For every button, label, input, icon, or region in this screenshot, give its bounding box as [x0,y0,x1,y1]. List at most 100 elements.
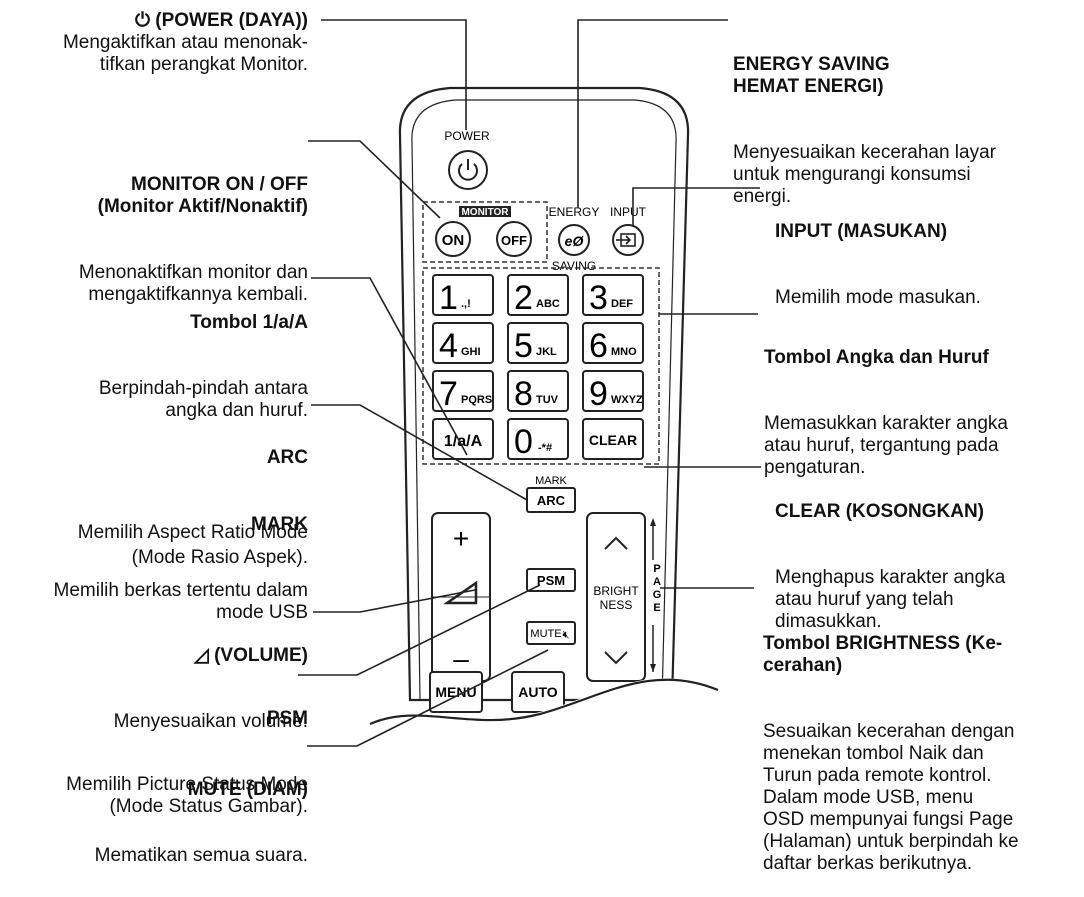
brightness-up-icon [604,536,628,550]
callout-monitor: MONITOR ON / OFF (Monitor Aktif/Nonaktif… [79,130,308,328]
key-8-letters: TUV [536,394,559,406]
key-2-letters: ABC [536,298,560,310]
key-8-button[interactable] [507,370,569,412]
callout-volume-title: ◿ (VOLUME) [194,645,308,666]
key-5-digit: 5 [514,327,533,365]
key-9-letters: WXYZ [611,394,643,406]
key-4-digit: 4 [439,327,458,365]
svg-text:P: P [653,563,660,575]
energy-leaf-icon: eØ [565,233,585,249]
key-0-button[interactable] [507,418,569,460]
brightness-down-icon [604,651,628,665]
key-3-digit: 3 [589,279,608,317]
key-9-digit: 9 [589,375,608,413]
key-6-digit: 6 [589,327,608,365]
auto-label: AUTO [518,684,558,700]
key-1-letters: .,! [461,298,471,310]
key-8-digit: 8 [514,375,533,413]
callout-monitor-title: MONITOR ON / OFF (Monitor Aktif/Nonaktif… [97,174,308,217]
clear-label: CLEAR [589,432,637,448]
callout-volume: ◿ (VOLUME) Menyesuaikan volume. [114,601,308,755]
bright-label-1: BRIGHT [593,584,639,598]
callout-mark-title: MARK [251,514,308,535]
key-0-digit: 0 [514,423,533,461]
key-0-symbols: -*# [538,442,552,454]
svg-text:G: G [653,589,662,601]
key-5-button[interactable] [507,322,569,364]
callout-brightness: Tombol BRIGHTNESS (Ke- cerahan) Sesuaika… [763,589,1019,897]
callout-mark-desc: Memilih berkas tertentu dalam mode USB [53,580,309,623]
svg-text:A: A [653,576,661,588]
key-9-button[interactable] [582,370,644,412]
arc-label: ARC [537,493,566,508]
callout-arc-title: ARC [266,447,308,468]
key-7-digit: 7 [439,375,458,413]
callout-mark: MARK Memilih berkas tertentu dalam mode … [54,470,309,646]
key-3-button[interactable] [582,274,644,316]
power-icon [458,159,478,181]
input-label: INPUT [610,205,647,219]
key-6-letters: MNO [611,346,637,358]
monitor-group-box [422,201,548,263]
callout-clear: CLEAR (KOSONGKAN) Menghapus karakter ang… [775,457,1005,655]
callout-input-title: INPUT (MASUKAN) [775,221,948,242]
power-label: POWER [444,129,490,143]
monitor-label: MONITOR [461,207,509,218]
callout-power-title: ⏻ (POWER (DAYA)) [134,10,308,31]
callout-angka-desc: Memasukkan karakter angka atau huruf, te… [764,413,1008,478]
bright-label-2: NESS [600,598,633,612]
key-2-button[interactable] [507,274,569,316]
clear-button[interactable] [582,418,644,460]
monitor-on-button[interactable] [435,221,471,257]
monitor-off-label: OFF [501,233,527,248]
callout-tombol-1aA: Tombol 1/a/A Berpindah-pindah antara ang… [99,268,308,444]
callout-clear-title: CLEAR (KOSONGKAN) [775,501,984,522]
auto-button[interactable] [511,671,565,713]
key-7-button[interactable] [432,370,494,412]
callout-input: INPUT (MASUKAN) Memilih mode masukan. [775,177,981,331]
callout-energy: ENERGY SAVING HEMAT ENERGI) Menyesuaikan… [733,10,996,230]
key-3-letters: DEF [611,298,633,310]
key-1aA-label: 1/a/A [444,433,483,450]
key-5-letters: JKL [536,346,557,358]
mark-label: MARK [535,475,567,487]
key-7-letters: PQRS [461,394,492,406]
callout-angka: Tombol Angka dan Huruf Memasukkan karakt… [764,303,1008,501]
leader-lines [298,19,761,747]
monitor-off-button[interactable] [496,221,532,257]
psm-label: PSM [537,573,565,588]
callout-power-desc: Mengaktifkan atau menonak- tifkan perang… [62,32,308,75]
callout-brightness-desc: Sesuaikan kecerahan dengan menekan tombo… [763,721,1019,874]
key-1-digit: 1 [439,279,458,317]
callout-psm-title: PSM [266,708,308,729]
key-2-digit: 2 [514,279,533,317]
energy-saving-button[interactable] [558,224,590,256]
mute-speaker-icon: 🔇︎ [563,629,570,641]
callout-input-desc: Memilih mode masukan. [775,287,981,308]
volume-up-icon: + [453,523,469,554]
page-label: P A G E [653,563,662,614]
callout-energy-desc: Menyesuaikan kecerahan layar untuk mengu… [733,142,996,207]
callout-tombol-1aA-desc: Berpindah-pindah antara angka dan huruf. [98,378,308,421]
key-1-button[interactable] [432,274,494,316]
monitor-on-label: ON [442,232,465,249]
monitor-label-bg [459,206,511,217]
callout-monitor-desc: Menonaktifkan monitor dan mengaktifkanny… [78,262,308,305]
energy-label: ENERGY [549,205,600,219]
key-4-button[interactable] [432,322,494,364]
mute-button[interactable] [526,621,576,645]
input-icon [616,233,636,247]
callout-clear-desc: Menghapus karakter angka atau huruf yang… [775,567,1006,632]
callout-mute-desc: Mematikan semua suara. [94,845,308,866]
brightness-rocker[interactable] [586,512,646,682]
callout-mute: MUTE (DIAM) Mematikan semua suara. [95,735,308,889]
key-6-button[interactable] [582,322,644,364]
key-4-letters: GHI [461,346,481,358]
callout-volume-desc: Menyesuaikan volume. [113,711,308,732]
callout-power: ⏻ (POWER (DAYA)) Mengaktifkan atau menon… [63,10,308,76]
key-1aA-button[interactable] [432,418,494,460]
callout-tombol-1aA-title: Tombol 1/a/A [190,312,308,333]
callout-mute-title: MUTE (DIAM) [187,779,308,800]
callout-arc: ARC Memilih Aspect Ratio Mode (Mode Rasi… [78,395,308,595]
